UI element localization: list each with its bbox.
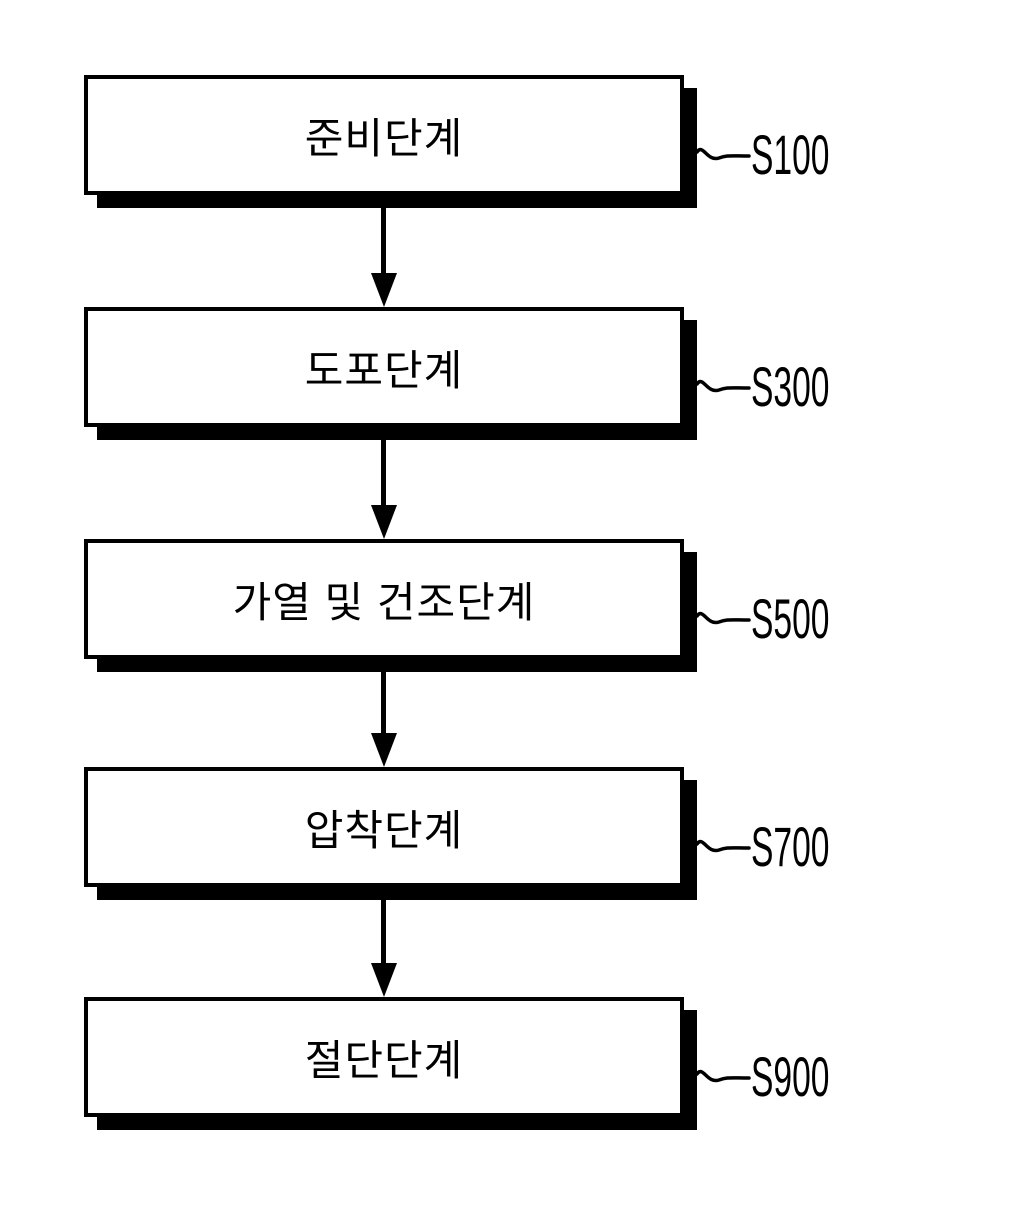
flow-step-box-2: 도포단계: [84, 307, 684, 427]
step-3-tag: S500: [695, 591, 882, 647]
step-5-label: 절단단계: [304, 1036, 464, 1084]
flow-step-box-4: 압착단계: [84, 767, 684, 887]
flow-step-box-1: 준비단계: [84, 75, 684, 195]
step-3-label: 가열 및 건조단계: [232, 578, 536, 626]
leader-squiggle-icon: [695, 379, 751, 393]
flow-step-box-3: 가열 및 건조단계: [84, 539, 684, 659]
flow-arrow-2: [381, 440, 386, 505]
step-2-tag: S300: [695, 359, 882, 415]
leader-squiggle-icon: [695, 611, 751, 625]
step-4-label: 압착단계: [304, 806, 464, 854]
flow-arrow-4: [381, 900, 386, 963]
leader-squiggle-icon: [695, 839, 751, 853]
flow-arrow-3: [381, 672, 386, 733]
leader-squiggle-icon: [695, 147, 751, 161]
step-1-label: 준비단계: [304, 114, 464, 162]
flow-arrow-1: [381, 208, 386, 273]
step-3-tag-text: S500: [751, 587, 830, 650]
step-1-tag-text: S100: [751, 123, 830, 186]
step-1-tag: S100: [695, 127, 882, 183]
leader-squiggle-icon: [695, 1069, 751, 1083]
flow-step-box-5: 절단단계: [84, 997, 684, 1117]
step-2-label: 도포단계: [304, 346, 464, 394]
step-5-tag-text: S900: [751, 1045, 830, 1108]
step-5-tag: S900: [695, 1049, 882, 1105]
step-2-tag-text: S300: [751, 355, 830, 418]
step-4-tag-text: S700: [751, 815, 830, 878]
step-4-tag: S700: [695, 819, 882, 875]
